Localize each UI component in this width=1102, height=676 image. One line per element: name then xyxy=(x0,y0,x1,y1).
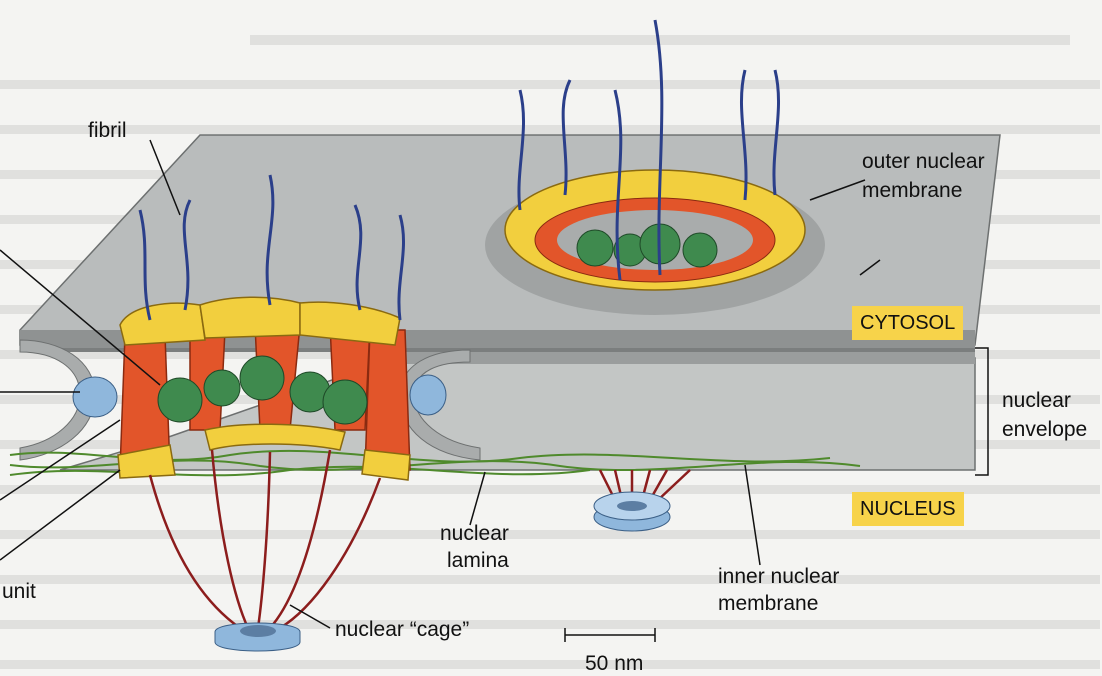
label-subunit-fragment: unit xyxy=(2,580,36,603)
label-fibril: fibril xyxy=(88,119,127,142)
label-inner-membrane-line1: inner nuclear xyxy=(718,565,839,588)
label-nuclear-cage: nuclear “cage” xyxy=(335,618,469,641)
label-lamina-line1: nuclear xyxy=(440,522,509,545)
membrane-anchor-right xyxy=(410,375,446,415)
label-nuclear-envelope-line2: envelope xyxy=(1002,418,1087,441)
label-outer-membrane-line2: membrane xyxy=(862,179,962,202)
label-nuclear-envelope-line1: nuclear xyxy=(1002,389,1071,412)
membrane-anchor-left xyxy=(73,377,117,417)
inner-membrane-edge xyxy=(395,350,975,364)
label-cytosol: CYTOSOL xyxy=(852,306,963,340)
label-inner-membrane-line2: membrane xyxy=(718,592,818,615)
label-lamina-line2: lamina xyxy=(447,549,509,572)
label-scale-bar: 50 nm xyxy=(585,652,643,675)
label-outer-membrane-line1: outer nuclear xyxy=(862,150,985,173)
label-nucleus: NUCLEUS xyxy=(852,492,964,526)
